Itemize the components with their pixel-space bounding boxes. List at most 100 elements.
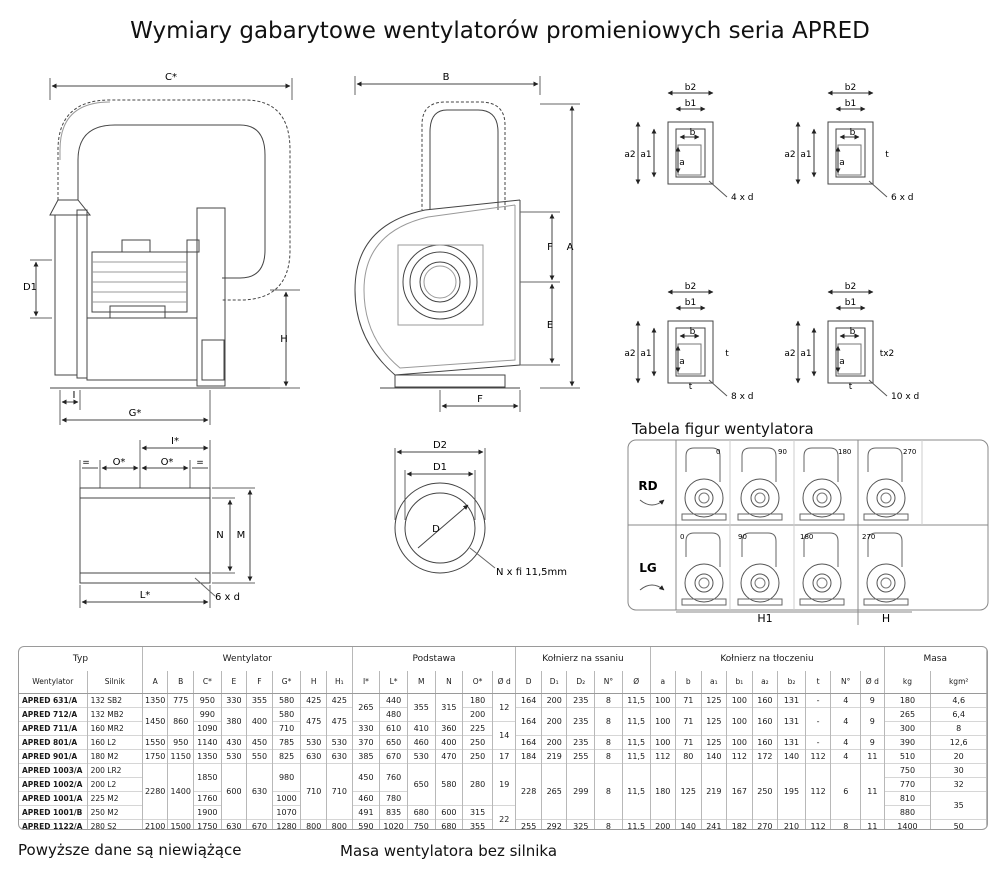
eq-right-label: =: [196, 458, 204, 468]
value-cell: 390: [884, 735, 932, 750]
value-cell: 125: [675, 763, 702, 820]
value-cell: 265: [352, 693, 381, 722]
value-cell: 1140: [193, 735, 222, 750]
th-col-10: M: [407, 671, 436, 694]
motor-cell: 132 SB2: [87, 693, 143, 708]
value-cell: 100: [726, 735, 753, 750]
th-col-2: C*: [193, 671, 222, 694]
t-label: t: [725, 349, 729, 359]
value-cell: 355: [462, 819, 493, 829]
value-cell: 300: [884, 721, 932, 736]
b2-label: b2: [845, 282, 856, 292]
value-cell: 1500: [167, 819, 194, 829]
lg-fan-icon-1: [737, 532, 783, 606]
b-label: b: [690, 128, 696, 138]
value-cell: 17: [492, 749, 517, 764]
value-cell: 11: [860, 819, 885, 829]
value-cell: 1070: [272, 805, 302, 820]
value-cell: 475: [300, 707, 327, 736]
value-cell: 100: [650, 693, 677, 708]
dim-i-label: I: [73, 390, 76, 401]
rd-fan-icon-1: [737, 447, 783, 521]
th-col-16: D₂: [566, 671, 596, 694]
flange-view: [394, 448, 496, 574]
b-label: b: [850, 327, 856, 337]
model-name-cell: APRED 1122/A: [19, 819, 88, 829]
value-cell: 80: [675, 749, 702, 764]
value-cell: 112: [805, 749, 832, 764]
value-cell: 710: [272, 721, 302, 736]
value-cell: 265: [884, 707, 932, 722]
value-cell: 9: [860, 707, 885, 736]
rd-angle-180: 180: [838, 448, 851, 456]
value-cell: 125: [701, 735, 728, 750]
value-cell: 8: [594, 763, 623, 820]
value-cell: 1760: [193, 791, 222, 806]
value-cell: 250: [462, 735, 493, 750]
value-cell: 8: [594, 735, 623, 750]
value-cell: 182: [726, 819, 753, 829]
value-cell: 430: [221, 735, 248, 750]
value-cell: 680: [435, 819, 464, 829]
value-cell: 1550: [142, 735, 169, 750]
th-col-24: b₂: [777, 671, 806, 694]
figure-table: [627, 439, 989, 625]
value-cell: 11,5: [622, 763, 651, 820]
value-cell: 219: [541, 749, 568, 764]
value-cell: 1000: [272, 791, 302, 806]
value-cell: 460: [407, 735, 436, 750]
b-label: b: [690, 327, 696, 337]
value-cell: 710: [326, 763, 353, 820]
th-wentylator-col: Wentylator: [19, 671, 88, 694]
dim-l-label: L*: [140, 590, 151, 601]
value-cell: 950: [193, 693, 222, 708]
value-cell: 32: [930, 777, 987, 792]
b2-label: b2: [845, 83, 856, 93]
value-cell: -: [805, 693, 832, 708]
t-bottom-label: t: [849, 382, 853, 392]
base-view: [79, 440, 255, 608]
th-col-8: I*: [352, 671, 381, 694]
value-cell: 270: [752, 819, 779, 829]
th-col-4: F: [246, 671, 273, 694]
value-cell: 330: [221, 693, 248, 708]
value-cell: 100: [650, 707, 677, 736]
value-cell: 235: [566, 735, 596, 750]
value-cell: 6,4: [930, 707, 987, 722]
dim-m-label: M: [237, 530, 246, 541]
value-cell: 22: [492, 805, 517, 829]
fan-orientation-icons: [681, 447, 909, 606]
value-cell: 112: [805, 819, 832, 829]
value-cell: 164: [515, 735, 542, 750]
rd-angle-270: 270: [903, 448, 916, 456]
value-cell: 35: [930, 791, 987, 820]
specification-table: Typ Wentylator Podstawa Kołnierz na ssan…: [19, 647, 987, 829]
value-cell: 315: [435, 693, 464, 722]
value-cell: 11,5: [622, 707, 651, 736]
value-cell: 200: [462, 707, 493, 722]
value-cell: 11,5: [622, 749, 651, 764]
th-col-0: A: [142, 671, 169, 694]
value-cell: 180: [650, 763, 677, 820]
th-tloczenie-group: Kołnierz na tłoczeniu: [650, 647, 885, 671]
value-cell: 11: [860, 763, 885, 820]
value-cell: 20: [930, 749, 987, 764]
motor-cell: 225 M2: [87, 791, 143, 806]
value-cell: 11,5: [622, 819, 651, 829]
value-cell: 610: [379, 721, 408, 736]
t-label: t: [885, 150, 889, 160]
rd-fan-icon-3: [863, 447, 909, 521]
th-col-1: B: [167, 671, 194, 694]
th-typ: Typ: [19, 647, 143, 671]
value-cell: 11: [860, 749, 885, 764]
value-cell: 775: [167, 693, 194, 708]
th-ssanie-group: Kołnierz na ssaniu: [515, 647, 651, 671]
value-cell: 160: [752, 693, 779, 708]
th-col-18: Ø: [622, 671, 651, 694]
value-cell: 630: [300, 749, 327, 764]
value-cell: 71: [675, 735, 702, 750]
